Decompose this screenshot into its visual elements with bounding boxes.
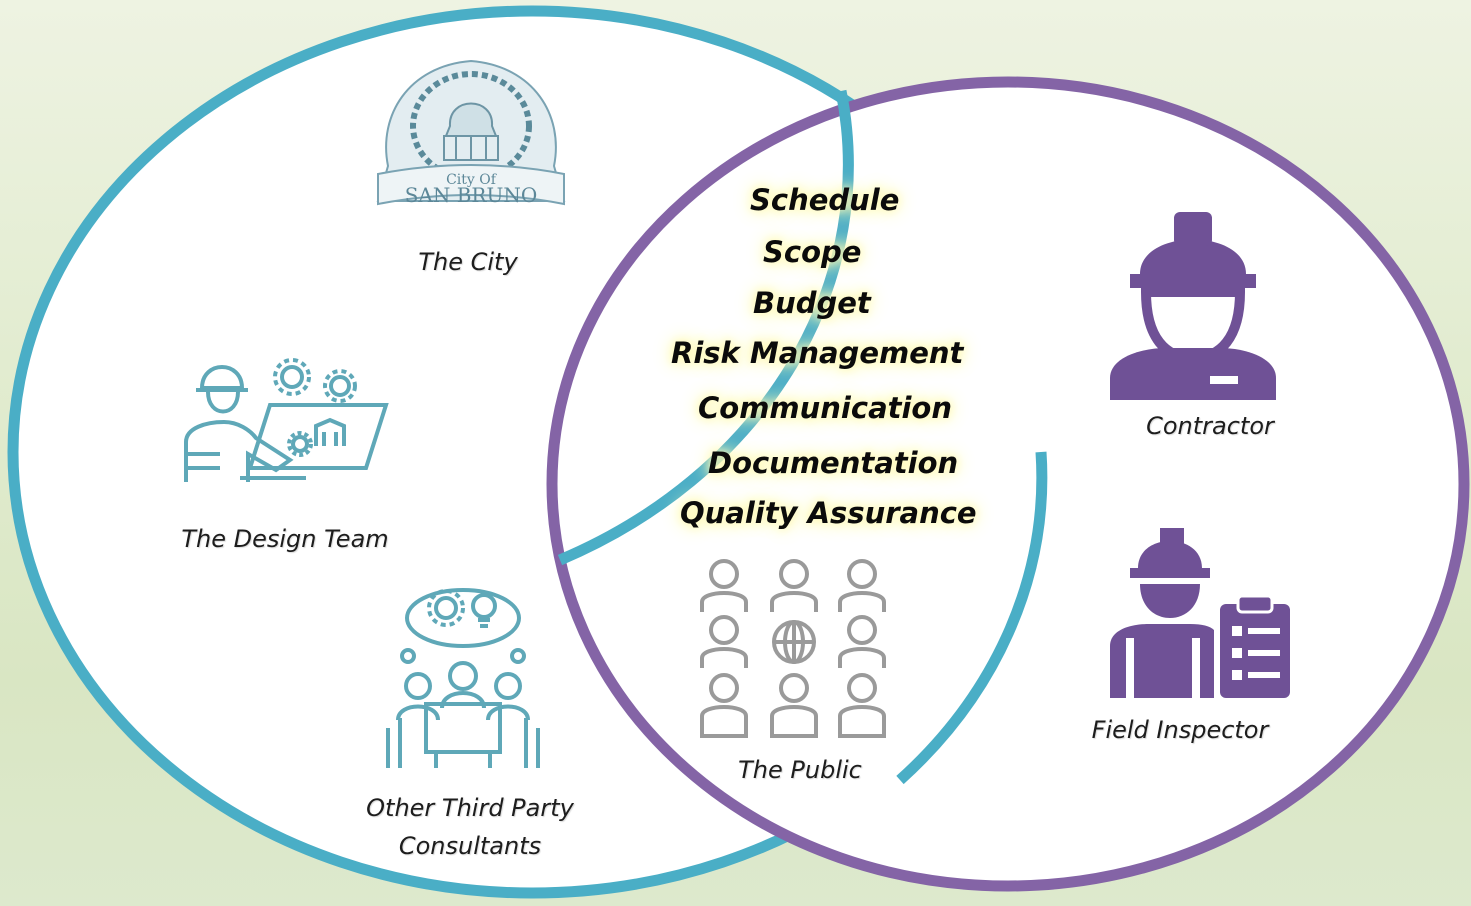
city-seal-icon: City Of SAN BRUNO	[376, 59, 566, 207]
globe-glyph	[772, 620, 816, 664]
label-contractor: Contractor	[1146, 412, 1274, 440]
person-glyph-8	[838, 673, 886, 738]
topic-risk-management: Risk Management	[671, 336, 964, 370]
topic-communication: Communication	[698, 391, 953, 425]
topic-scope: Scope	[763, 235, 862, 269]
person-glyph-1	[700, 559, 748, 612]
inspector-clipboard-icon	[1110, 528, 1290, 698]
public-network-icon	[700, 559, 886, 738]
person-glyph-3	[838, 559, 886, 612]
label-field-inspector: Field Inspector	[1091, 716, 1269, 744]
person-glyph-5	[838, 615, 886, 668]
seal-line1: City Of	[446, 172, 498, 188]
label-third-party-line1: Other Third Party	[366, 794, 574, 822]
topic-budget: Budget	[753, 286, 871, 320]
topic-quality-assurance: Quality Assurance	[680, 496, 977, 530]
person-glyph-4	[700, 615, 748, 668]
person-glyph-6	[700, 673, 748, 738]
team-meeting-icon	[386, 588, 540, 768]
label-third-party-line2: Consultants	[398, 832, 542, 860]
person-glyph-2	[770, 559, 818, 612]
label-the-public: The Public	[738, 756, 862, 784]
person-glyph-7	[770, 673, 818, 738]
seal-line2: SAN BRUNO	[405, 183, 538, 207]
left-circle-overlap-arc	[557, 89, 854, 566]
designer-workstation-icon	[184, 358, 389, 482]
label-design-team: The Design Team	[181, 525, 389, 553]
topic-schedule: Schedule	[750, 183, 900, 217]
hard-hat-worker-icon	[1110, 212, 1276, 400]
label-the-city: The City	[418, 248, 518, 276]
topic-documentation: Documentation	[708, 446, 959, 480]
